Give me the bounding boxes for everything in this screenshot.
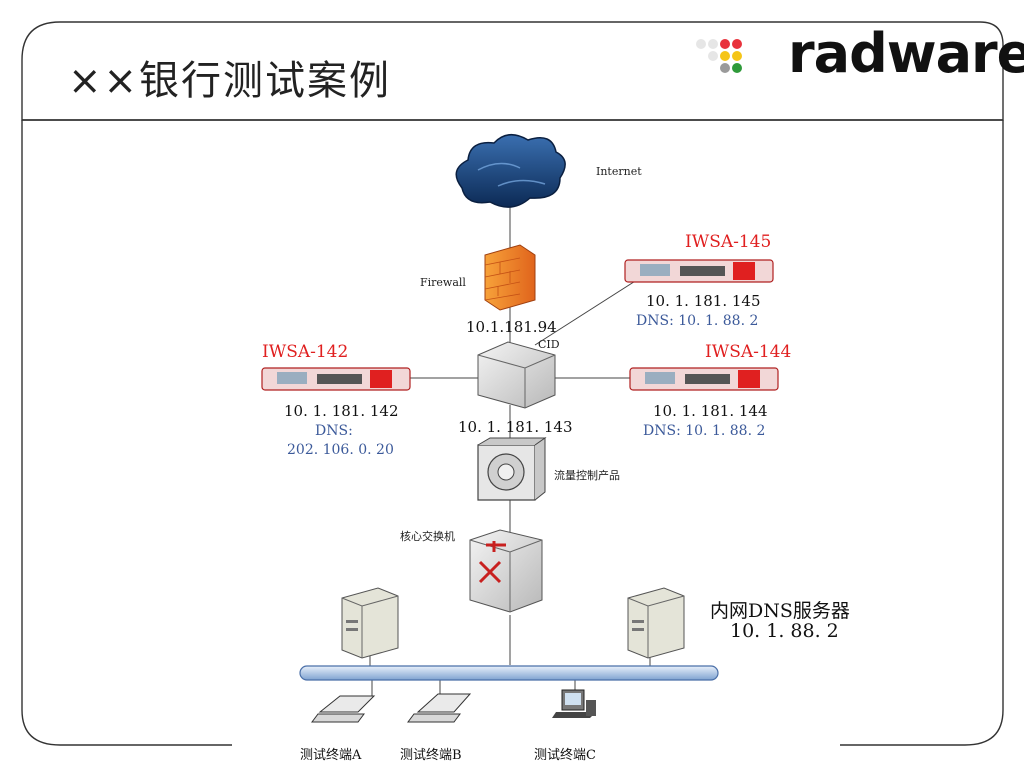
slide-title: ××银行测试案例 [68, 58, 392, 104]
firewall-icon [484, 244, 536, 311]
cid-switch-icon [477, 341, 556, 409]
core-switch-label: 核心交换机 [400, 530, 455, 543]
core-switch-icon [469, 529, 543, 613]
iwsa-142-name: IWSA-142 [262, 342, 349, 362]
radware-logo-dots-icon [696, 39, 742, 73]
iwsa-144-appliance-icon [629, 367, 779, 391]
server-icon [341, 587, 399, 659]
firewall-ip: 10.1.181.94 [466, 318, 557, 336]
radware-logo: radware [788, 22, 1024, 85]
iwsa-142-dns-value: 202. 106. 0. 20 [287, 442, 394, 458]
traffic-control-icon [477, 437, 547, 501]
iwsa-145-name: IWSA-145 [685, 232, 772, 252]
iwsa-142-dns-label: DNS: [315, 423, 353, 439]
iwsa-144-name: IWSA-144 [705, 342, 792, 362]
laptop-a-icon [311, 695, 376, 723]
iwsa-142-ip: 10. 1. 181. 142 [284, 402, 399, 420]
iwsa-142-appliance-icon [261, 367, 411, 391]
iwsa-145-ip: 10. 1. 181. 145 [646, 292, 761, 310]
dns-server-icon [627, 587, 685, 659]
dns-server-label: 内网DNS服务器 [710, 600, 850, 622]
internet-label: Internet [596, 165, 642, 178]
switch-ip: 10. 1. 181. 143 [458, 418, 573, 436]
internet-cloud-icon [455, 134, 566, 208]
terminal-c-label: 测试终端C [534, 748, 596, 763]
iwsa-144-dns: DNS: 10. 1. 88. 2 [643, 423, 766, 439]
dns-server-ip: 10. 1. 88. 2 [730, 620, 839, 642]
desktop-c-icon [552, 689, 596, 718]
iwsa-145-appliance-icon [624, 259, 774, 283]
firewall-label: Firewall [420, 276, 466, 289]
iwsa-144-ip: 10. 1. 181. 144 [653, 402, 768, 420]
terminal-a-label: 测试终端A [300, 748, 362, 763]
frame-left [21, 120, 232, 746]
terminal-b-label: 测试终端B [400, 748, 462, 763]
iwsa-145-dns: DNS: 10. 1. 88. 2 [636, 313, 759, 329]
frame-right [840, 120, 1004, 746]
lan-bus [299, 665, 719, 681]
traffic-control-label: 流量控制产品 [554, 469, 620, 482]
cid-label: CID [538, 338, 560, 351]
laptop-b-icon [407, 693, 472, 723]
